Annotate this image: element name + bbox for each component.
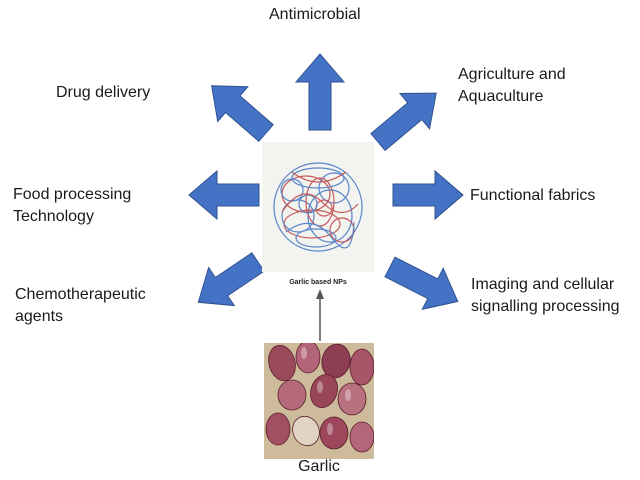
arrow-antimicrobial bbox=[294, 53, 346, 131]
label-imaging: Imaging and cellular signalling processi… bbox=[471, 276, 620, 315]
nanoparticle-scribble bbox=[273, 162, 363, 252]
label-drug-delivery: Drug delivery bbox=[56, 84, 151, 101]
arrow-chemotherapeutic bbox=[197, 252, 265, 307]
arrow-drug-delivery bbox=[211, 85, 274, 143]
garlic-caption: Garlic bbox=[298, 458, 340, 475]
arrow-food-processing bbox=[188, 169, 260, 221]
label-food-processing: Food processing Technology bbox=[13, 186, 132, 225]
arrow-functional-fabrics bbox=[392, 169, 464, 221]
label-functional-fabrics: Functional fabrics bbox=[470, 187, 596, 204]
label-chemotherapeutic: Chemotherapeutic agents bbox=[15, 286, 146, 325]
arrow-imaging bbox=[384, 256, 459, 311]
arrow-agriculture bbox=[370, 92, 437, 152]
nanoparticle-image bbox=[262, 142, 374, 272]
arrow-garlic-to-nps-head bbox=[316, 289, 324, 299]
garlic-image bbox=[264, 343, 374, 459]
label-antimicrobial: Antimicrobial bbox=[269, 6, 361, 23]
label-agriculture: Agriculture and Aquaculture bbox=[458, 66, 566, 105]
nanoparticle-caption: Garlic based NPs bbox=[289, 279, 347, 286]
garlic-cloves bbox=[264, 343, 374, 459]
